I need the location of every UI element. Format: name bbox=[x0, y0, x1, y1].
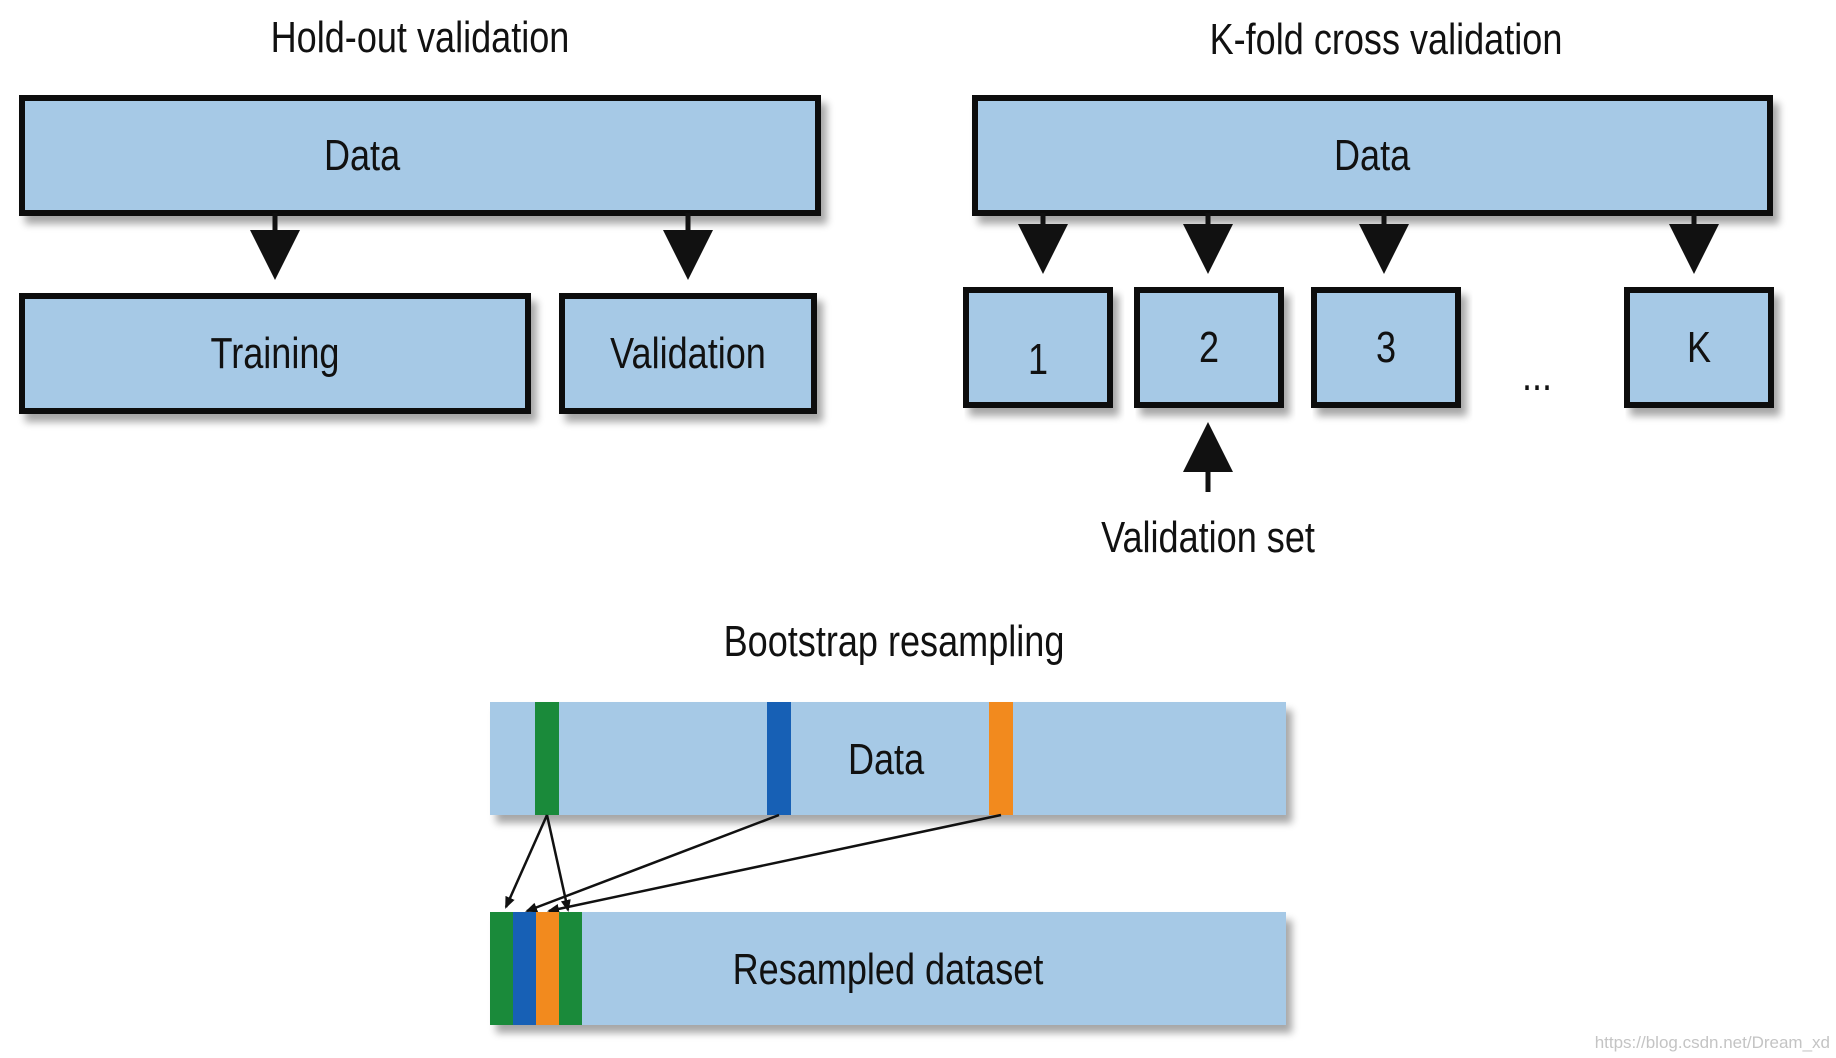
bootstrap-data-label: Data bbox=[848, 735, 925, 784]
kfold-fold-3-box bbox=[1311, 287, 1461, 408]
bootstrap-sample-blue bbox=[767, 702, 791, 815]
resampled-green-2 bbox=[559, 912, 582, 1025]
bootstrap-arrow-blue bbox=[525, 813, 780, 913]
holdout-data-box bbox=[19, 95, 821, 216]
kfold-title: K-fold cross validation bbox=[1210, 15, 1563, 64]
holdout-validation-label: Validation bbox=[610, 329, 766, 378]
kfold-fold-k-box bbox=[1624, 287, 1774, 408]
bootstrap-section: Bootstrap resampling Data Resampled data… bbox=[490, 617, 1286, 1025]
kfold-ellipsis: ... bbox=[1522, 351, 1552, 400]
kfold-fold-1-label: 1 bbox=[1028, 335, 1048, 384]
bootstrap-arrow-orange bbox=[547, 813, 1002, 914]
holdout-training-box bbox=[19, 293, 531, 414]
bootstrap-title: Bootstrap resampling bbox=[724, 617, 1065, 666]
bootstrap-sample-orange bbox=[989, 702, 1013, 815]
resampled-green-1 bbox=[490, 912, 513, 1025]
holdout-validation-box bbox=[559, 293, 817, 414]
kfold-data-box bbox=[972, 95, 1773, 216]
kfold-fold-2-box bbox=[1134, 287, 1284, 408]
holdout-section: Hold-out validation Data Training Valida… bbox=[19, 13, 821, 414]
bootstrap-resampled-bar bbox=[490, 912, 1286, 1025]
holdout-training-label: Training bbox=[211, 329, 340, 378]
kfold-data-label: Data bbox=[1334, 131, 1411, 180]
holdout-data-label: Data bbox=[324, 131, 401, 180]
kfold-fold-1-box bbox=[963, 287, 1113, 408]
resampled-orange bbox=[536, 912, 559, 1025]
kfold-section: K-fold cross validation Data 1 2 3 ... K… bbox=[963, 15, 1774, 562]
kfold-fold-k-label: K bbox=[1687, 323, 1711, 372]
resampled-blue bbox=[513, 912, 536, 1025]
bootstrap-arrow-green-2 bbox=[545, 814, 571, 912]
holdout-title: Hold-out validation bbox=[271, 13, 570, 62]
bootstrap-data-bar bbox=[490, 702, 1286, 815]
watermark: https://blog.csdn.net/Dream_xd bbox=[1595, 1033, 1830, 1052]
bootstrap-arrow-green-1 bbox=[504, 814, 549, 909]
kfold-fold-2-label: 2 bbox=[1199, 323, 1219, 372]
bootstrap-resampled-label: Resampled dataset bbox=[733, 945, 1044, 994]
kfold-fold-3-label: 3 bbox=[1376, 323, 1396, 372]
bootstrap-sample-green bbox=[535, 702, 559, 815]
kfold-validation-set-label: Validation set bbox=[1101, 513, 1315, 562]
